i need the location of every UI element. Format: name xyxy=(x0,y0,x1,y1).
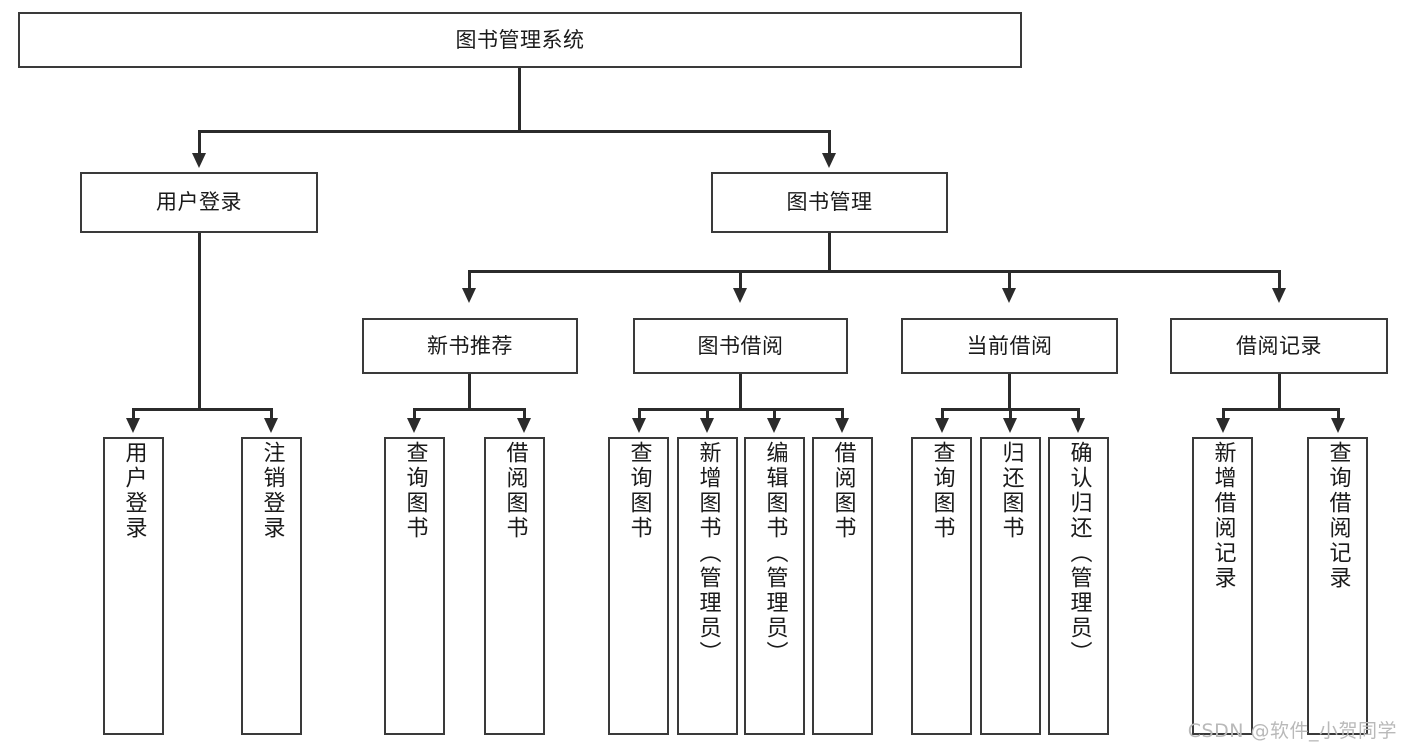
connector-root-to-bookmgmt xyxy=(828,130,831,155)
arrowhead-bookborrow-leaf-2 xyxy=(700,418,714,433)
arrowhead-borrowrecord-leaf-2 xyxy=(1331,418,1345,433)
connector-bookborrow-stem xyxy=(739,374,742,410)
connector-bookborrow-drop-4 xyxy=(841,408,844,420)
arrowhead-bookborrow-leaf-1 xyxy=(632,418,646,433)
node-root-system[interactable]: 图书管理系统 xyxy=(18,12,1022,68)
arrowhead-newbook-leaf-2 xyxy=(517,418,531,433)
node-label: 新增图书（管理员） xyxy=(695,441,721,666)
arrowhead-userlogin-leaf-1 xyxy=(126,418,140,433)
connector-borrowrecord-drop-2 xyxy=(1337,408,1340,420)
leaf-bookborrow-edit-book-admin[interactable]: 编辑图书（管理员） xyxy=(744,437,805,735)
arrowhead-currentborrow-leaf-3 xyxy=(1071,418,1085,433)
arrowhead-bookmgmt-child-2 xyxy=(733,288,747,303)
node-label: 新增借阅记录 xyxy=(1210,441,1236,591)
node-label: 借阅图书 xyxy=(830,441,856,541)
node-borrow-record[interactable]: 借阅记录 xyxy=(1170,318,1388,374)
connector-userlogin-stem xyxy=(198,233,201,410)
leaf-newbook-borrow-books[interactable]: 借阅图书 xyxy=(484,437,545,735)
arrowhead-bookmgmt-child-3 xyxy=(1002,288,1016,303)
leaf-user-login-signout[interactable]: 注销登录 xyxy=(241,437,302,735)
arrowhead-borrowrecord-leaf-1 xyxy=(1216,418,1230,433)
node-book-borrow[interactable]: 图书借阅 xyxy=(633,318,848,374)
node-user-login[interactable]: 用户登录 xyxy=(80,172,318,233)
connector-currentborrow-stem xyxy=(1008,374,1011,410)
connector-currentborrow-drop-2 xyxy=(1009,408,1012,420)
node-label: 借阅图书 xyxy=(502,441,528,541)
node-label: 编辑图书（管理员） xyxy=(762,441,788,666)
leaf-currentborrow-return-books[interactable]: 归还图书 xyxy=(980,437,1041,735)
connector-bookmgmt-bus xyxy=(468,270,1281,273)
node-label: 借阅记录 xyxy=(1236,333,1322,358)
arrowhead-bookborrow-leaf-3 xyxy=(767,418,781,433)
connector-bookmgmt-drop-3 xyxy=(1008,270,1011,290)
arrowhead-bookborrow-leaf-4 xyxy=(835,418,849,433)
node-label: 当前借阅 xyxy=(966,333,1053,358)
connector-newbook-drop-1 xyxy=(413,408,416,420)
connector-borrowrecord-bus xyxy=(1222,408,1339,411)
leaf-currentborrow-query-books[interactable]: 查询图书 xyxy=(911,437,972,735)
connector-bookmgmt-drop-4 xyxy=(1278,270,1281,290)
node-label: 注销登录 xyxy=(259,441,285,541)
connector-currentborrow-drop-3 xyxy=(1077,408,1080,420)
node-label: 查询借阅记录 xyxy=(1325,441,1351,591)
connector-bookborrow-drop-1 xyxy=(638,408,641,420)
node-label: 查询图书 xyxy=(929,441,955,541)
node-label: 图书管理 xyxy=(786,190,873,215)
connector-newbook-bus xyxy=(413,408,525,411)
node-label: 用户登录 xyxy=(156,190,242,215)
arrowhead-bookmgmt-child-4 xyxy=(1272,288,1286,303)
connector-root-bus xyxy=(198,130,831,133)
connector-bookborrow-bus xyxy=(638,408,844,411)
node-label: 图书借阅 xyxy=(697,333,784,358)
connector-bookmgmt-stem xyxy=(828,233,831,272)
node-label: 图书管理系统 xyxy=(455,27,585,52)
arrowhead-root-to-bookmgmt xyxy=(822,153,836,168)
leaf-currentborrow-confirm-return-admin[interactable]: 确认归还（管理员） xyxy=(1048,437,1109,735)
leaf-bookborrow-borrow-books[interactable]: 借阅图书 xyxy=(812,437,873,735)
leaf-borrowrecord-add-record[interactable]: 新增借阅记录 xyxy=(1192,437,1253,735)
arrowhead-currentborrow-leaf-1 xyxy=(935,418,949,433)
arrowhead-newbook-leaf-1 xyxy=(407,418,421,433)
leaf-bookborrow-add-book-admin[interactable]: 新增图书（管理员） xyxy=(677,437,738,735)
connector-bookborrow-drop-3 xyxy=(773,408,776,420)
node-book-management[interactable]: 图书管理 xyxy=(711,172,948,233)
connector-userlogin-drop-1 xyxy=(132,408,135,420)
leaf-newbook-query-books[interactable]: 查询图书 xyxy=(384,437,445,735)
node-current-borrow[interactable]: 当前借阅 xyxy=(901,318,1118,374)
connector-borrowrecord-stem xyxy=(1278,374,1281,410)
connector-currentborrow-drop-1 xyxy=(941,408,944,420)
connector-borrowrecord-drop-1 xyxy=(1222,408,1225,420)
arrowhead-root-to-userlogin xyxy=(192,153,206,168)
node-label: 归还图书 xyxy=(998,441,1024,541)
node-label: 查询图书 xyxy=(626,441,652,541)
connector-newbook-stem xyxy=(468,374,471,410)
connector-bookmgmt-drop-1 xyxy=(468,270,471,290)
leaf-bookborrow-query-books[interactable]: 查询图书 xyxy=(608,437,669,735)
node-label: 用户登录 xyxy=(121,441,147,541)
connector-root-to-userlogin xyxy=(198,130,201,155)
node-label: 新书推荐 xyxy=(427,333,513,358)
connector-bookborrow-drop-2 xyxy=(706,408,709,420)
connector-newbook-drop-2 xyxy=(523,408,526,420)
connector-bookmgmt-drop-2 xyxy=(739,270,742,290)
arrowhead-bookmgmt-child-1 xyxy=(462,288,476,303)
leaf-borrowrecord-query-record[interactable]: 查询借阅记录 xyxy=(1307,437,1368,735)
node-label: 查询图书 xyxy=(402,441,428,541)
node-label: 确认归还（管理员） xyxy=(1066,441,1092,666)
connector-root-stem xyxy=(518,68,521,131)
connector-userlogin-drop-2 xyxy=(270,408,273,420)
arrowhead-currentborrow-leaf-2 xyxy=(1003,418,1017,433)
connector-userlogin-bus xyxy=(132,408,272,411)
node-new-book-recommend[interactable]: 新书推荐 xyxy=(362,318,578,374)
arrowhead-userlogin-leaf-2 xyxy=(264,418,278,433)
leaf-user-login-signin[interactable]: 用户登录 xyxy=(103,437,164,735)
